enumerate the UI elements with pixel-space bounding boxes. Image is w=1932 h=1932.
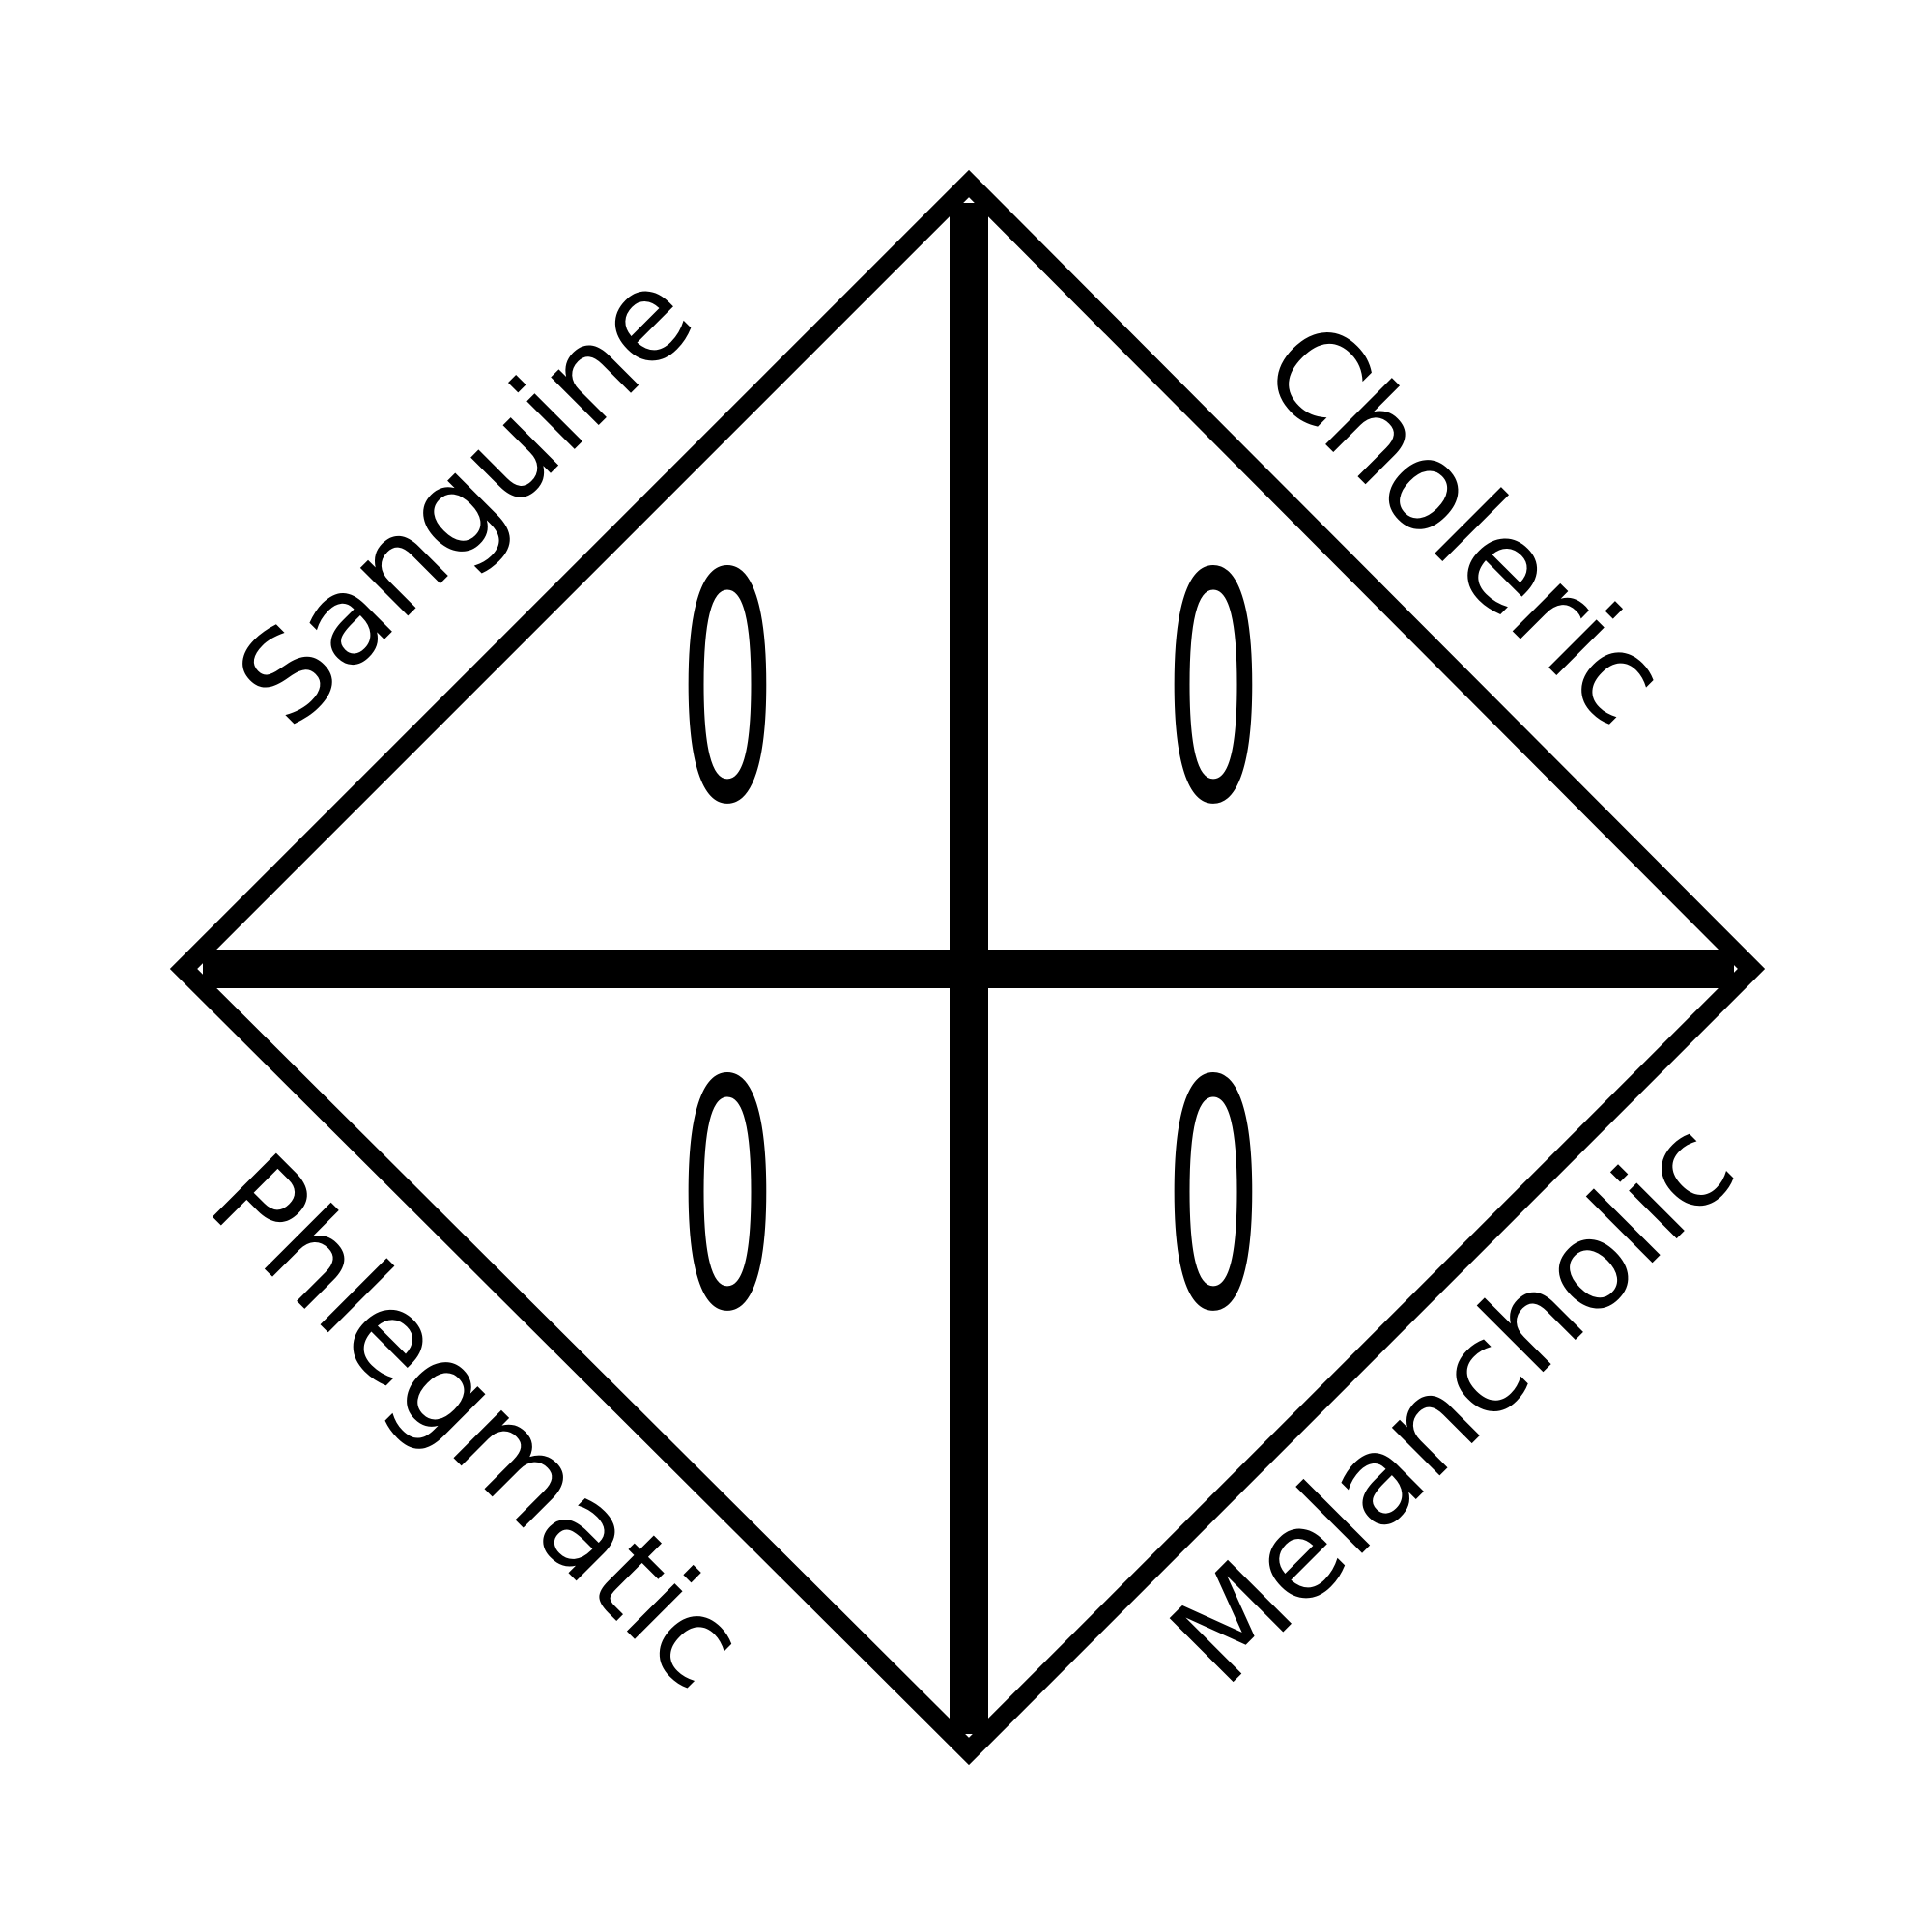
quadrant-value-phlegmatic: 0 (678, 1013, 777, 1381)
quadrant-value-melancholic: 0 (1164, 1013, 1263, 1381)
outer-diamond (169, 169, 1766, 1766)
quadrant-value-sanguine: 0 (678, 506, 777, 874)
quadrant-value-choleric: 0 (1164, 506, 1263, 874)
